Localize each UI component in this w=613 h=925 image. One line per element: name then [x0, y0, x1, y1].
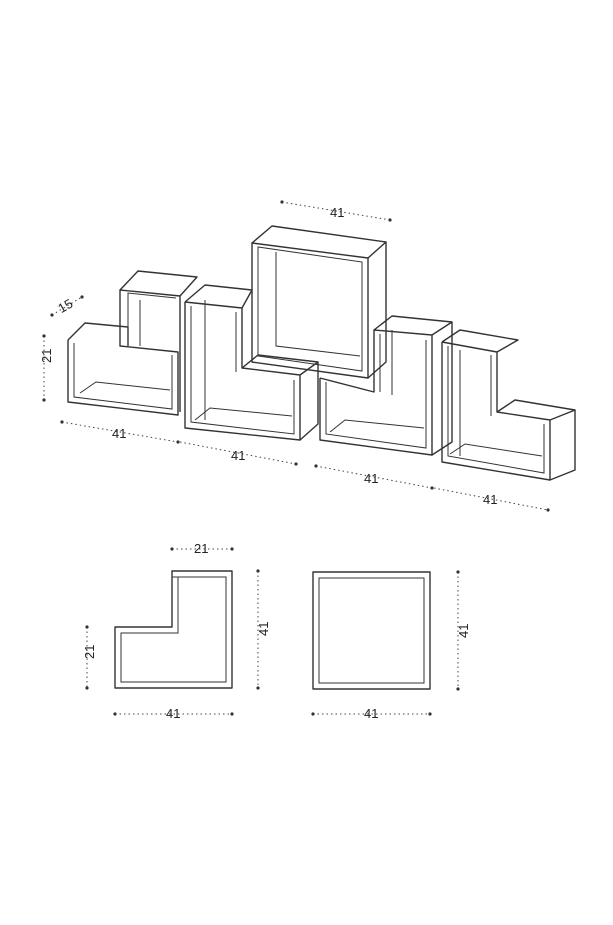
square-shelf-width-label: 41: [364, 706, 378, 721]
l-shelf-height-label: 21: [82, 645, 97, 659]
dimension-depth: [50, 295, 84, 317]
dimension-bottom-width-3-label: 41: [364, 471, 378, 486]
dimension-bottom-width-1: [60, 420, 180, 444]
dimension-bottom-width-3: [314, 464, 434, 490]
shelf-module-1: [67, 270, 198, 416]
l-shelf-total-width-label: 41: [166, 706, 180, 721]
dimension-height-label: 21: [39, 349, 54, 363]
l-shelf-front-view: 21 21 41 41: [82, 541, 271, 721]
shelf-module-2: [184, 284, 319, 441]
dimension-top-width: [280, 200, 392, 222]
shelf-module-top-square: [251, 225, 387, 379]
shelf-module-3: [319, 315, 453, 456]
square-shelf-front-view: 41 41: [311, 570, 471, 721]
dimension-bottom-width-2: [179, 441, 298, 466]
dimension-top-width-label: 41: [330, 205, 344, 220]
shelf-module-4: [441, 329, 576, 481]
dimension-bottom-width-4: [433, 487, 550, 512]
dimension-bottom-width-2-label: 41: [231, 448, 245, 463]
l-shelf-top-width-label: 21: [194, 541, 208, 556]
dimension-bottom-width-1-label: 41: [112, 426, 126, 441]
l-shelf-total-height-label: 41: [256, 622, 271, 636]
dimension-bottom-width-4-label: 41: [483, 492, 497, 507]
assembled-shelves-view: 41 15 21 41 41 41: [39, 200, 576, 512]
dimension-height: [42, 334, 46, 402]
square-shelf-height-label: 41: [456, 624, 471, 638]
dimension-depth-label: 15: [55, 296, 75, 316]
